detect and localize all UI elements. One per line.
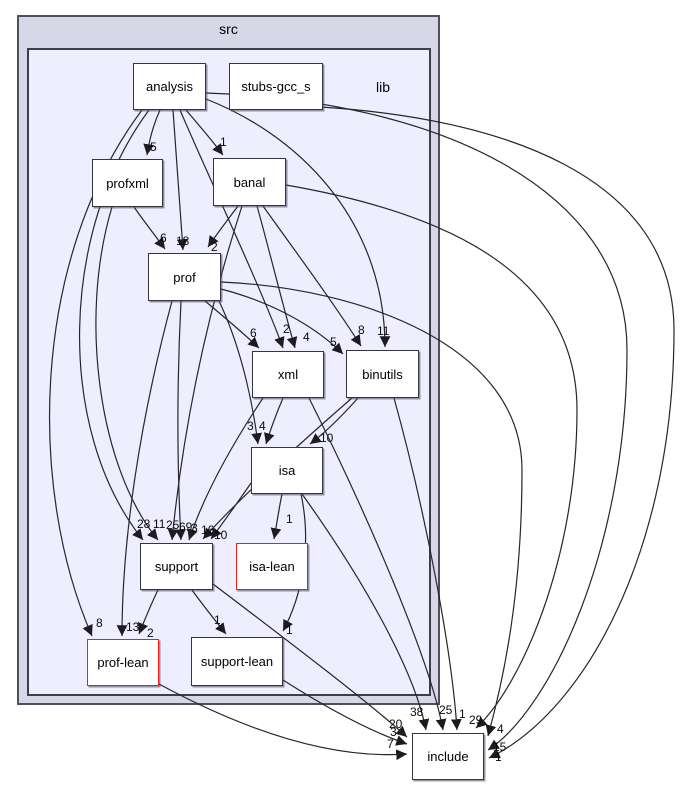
edge-count-analysis-to-prof-lean[interactable]: 8 [96,616,103,630]
edge-count-xml-to-support[interactable]: 3 [191,521,198,535]
edge-support-to-include [212,583,408,738]
edge-prof-to-include [220,281,523,737]
edge-count-prof-to-xml[interactable]: 6 [250,326,257,340]
dir-node-prof-lean[interactable]: prof-lean [87,639,159,686]
edge-count-prof-lean-to-include[interactable]: 7 [387,737,394,751]
edge-count-profxml-to-prof[interactable]: 6 [160,231,167,245]
edge-count-analysis-to-support[interactable]: 28 [137,517,151,531]
edge-prof-lean-to-include [158,683,408,761]
dir-node-support[interactable]: support [140,543,213,590]
edge-support-to-support-lean [191,589,227,635]
dir-node-support-lean[interactable]: support-lean [191,637,283,686]
edge-analysis-to-banal [185,109,224,156]
edge-support-to-prof-lean [137,589,159,635]
edge-banal-to-xml [256,205,298,349]
edge-count-prof-to-binutils[interactable]: 5 [330,335,337,349]
dir-node-include[interactable]: include [412,733,484,780]
dir-node-stubs-gcc_s[interactable]: stubs-gcc_s [229,63,323,110]
edge-count-isa-to-include[interactable]: 38 [410,705,424,719]
edge-count-support-to-support-lean[interactable]: 1 [214,613,221,627]
edge-prof-to-isa [218,300,262,445]
edge-xml-to-support [187,397,264,541]
edge-profxml-to-support [95,206,159,541]
edge-xml-to-include [308,397,447,731]
edge-prof-to-binutils [220,288,344,355]
edge-xml-to-isa [264,397,284,445]
edge-isa-to-support [210,482,252,540]
edge-analysis-to-include [205,92,628,751]
edge-count-support-to-include[interactable]: 20 [389,717,403,731]
edge-prof-to-support [175,300,186,541]
edge-count-banal-to-binutils[interactable]: 8 [358,323,365,337]
lib-cluster-label: lib [375,79,390,95]
edge-count-prof-to-include[interactable]: 4 [497,722,504,736]
edge-banal-to-binutils [262,205,362,347]
edge-count-analysis-to-prof[interactable]: 18 [176,234,190,248]
edge-count-isa-to-support-lean[interactable]: 1 [286,623,293,637]
edge-count-banal-to-xml[interactable]: 4 [303,330,310,344]
dir-node-profxml[interactable]: profxml [92,159,163,207]
src-cluster-label: src [219,21,238,37]
edge-prof-to-xml [204,300,260,349]
edge-stubs-gcc_s-to-include [319,106,675,759]
edge-count-analysis-to-xml[interactable]: 2 [283,322,290,336]
edge-count-binutils-to-include[interactable]: 1 [459,707,466,721]
dir-node-isa[interactable]: isa [251,447,323,494]
edge-analysis-to-xml [179,109,285,349]
edge-binutils-to-include [393,397,462,731]
edge-analysis-to-profxml [143,109,161,156]
dir-node-isa-lean[interactable]: isa-lean [236,543,308,590]
edge-count-analysis-to-profxml[interactable]: 5 [150,140,157,154]
dir-node-xml[interactable]: xml [252,351,324,398]
edge-count-banal-to-include[interactable]: 29 [469,713,483,727]
edge-binutils-to-isa [309,397,359,445]
edge-count-analysis-to-binutils[interactable]: 11 [377,324,390,338]
edge-count-prof-to-isa[interactable]: 3 [247,419,254,433]
edge-banal-to-support [167,205,243,541]
edge-analysis-to-prof [172,109,188,251]
edge-count-prof-to-prof-lean[interactable]: 13 [126,620,140,634]
dir-node-prof[interactable]: prof [148,253,221,301]
edge-profxml-to-prof [133,206,166,250]
edge-count-profxml-to-support[interactable]: 11 [153,517,166,531]
edge-count-support-to-prof-lean[interactable]: 2 [147,626,154,640]
edge-count-isa-to-support[interactable]: 10 [214,528,228,542]
edge-count-isa-to-isa-lean[interactable]: 1 [286,512,293,526]
edge-isa-to-isa-lean [270,493,283,540]
edge-count-xml-to-isa[interactable]: 4 [259,419,266,433]
dir-node-binutils[interactable]: binutils [346,350,419,398]
edge-prof-to-prof-lean [116,300,173,637]
dir-node-banal[interactable]: banal [213,158,286,206]
edge-count-stubs-gcc_s-to-include[interactable]: 1 [495,750,502,764]
edge-support-lean-to-include [282,679,408,746]
edge-isa-to-include [301,493,430,731]
edge-count-banal-to-prof[interactable]: 2 [211,240,218,254]
edge-analysis-to-binutils [205,98,391,348]
dir-node-analysis[interactable]: analysis [133,63,206,110]
edge-count-binutils-to-support[interactable]: 16 [201,523,215,537]
edge-banal-to-include [285,184,578,729]
edge-count-analysis-to-banal[interactable]: 1 [220,135,227,149]
edge-count-xml-to-include[interactable]: 25 [439,703,453,717]
edge-banal-to-prof [207,205,239,248]
edge-count-banal-to-support[interactable]: 25 [166,518,180,532]
edge-count-support-lean-to-include[interactable]: 3 [390,725,397,739]
